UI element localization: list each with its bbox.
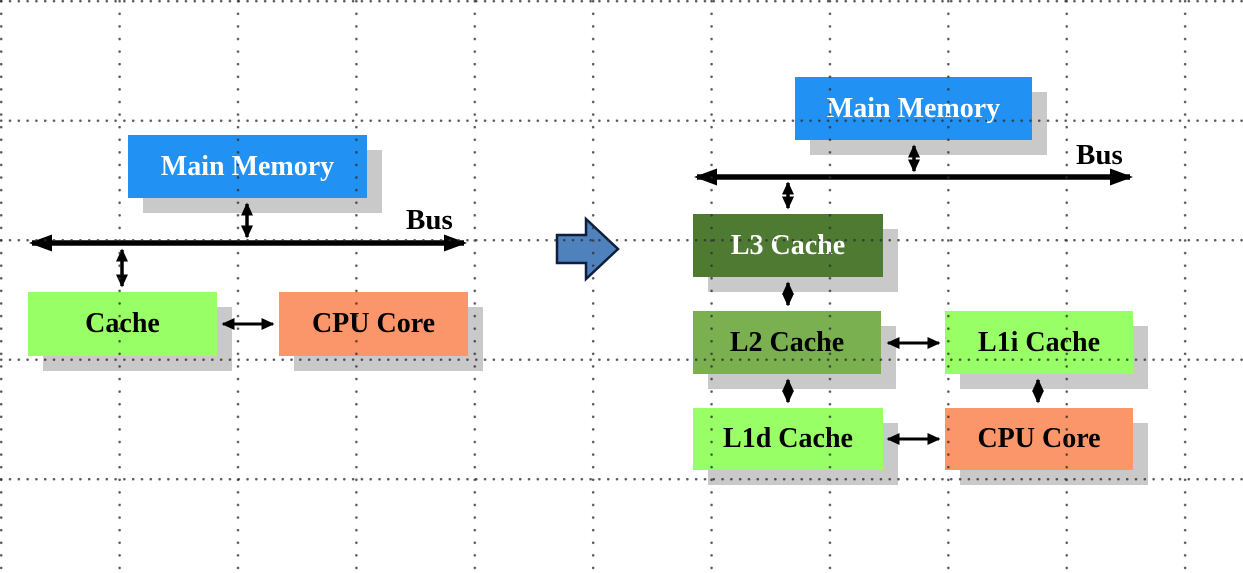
right-cpu-core-label: CPU Core [977, 423, 1101, 454]
left-cpu-core-label: CPU Core [311, 308, 436, 339]
right-cpu-core-box: CPU Core [945, 408, 1133, 470]
l3-cache-box: L3 Cache [693, 214, 883, 277]
left-main-memory-label: Main Memory [160, 150, 335, 182]
right-main-memory-box: Main Memory [795, 77, 1032, 140]
left-bus-label: Bus [406, 204, 453, 236]
left-cpu-core-box: CPU Core [279, 292, 468, 356]
l1d-cache-box: L1d Cache [693, 408, 883, 470]
left-cache-box: Cache [28, 292, 217, 356]
right-bus-label: Bus [1076, 139, 1123, 171]
right-main-memory-label: Main Memory [826, 92, 1001, 124]
l1i-cache-box: L1i Cache [945, 311, 1133, 374]
l3-cache-label: L3 Cache [730, 229, 846, 261]
left-main-memory-box: Main Memory [128, 135, 367, 198]
l2-cache-box: L2 Cache [693, 311, 881, 374]
transform-right-arrow-icon [555, 216, 620, 282]
l1i-cache-label: L1i Cache [977, 326, 1101, 358]
left-cache-label: Cache [85, 308, 160, 339]
l1d-cache-label: L1d Cache [723, 423, 853, 454]
l2-cache-label: L2 Cache [729, 326, 845, 358]
